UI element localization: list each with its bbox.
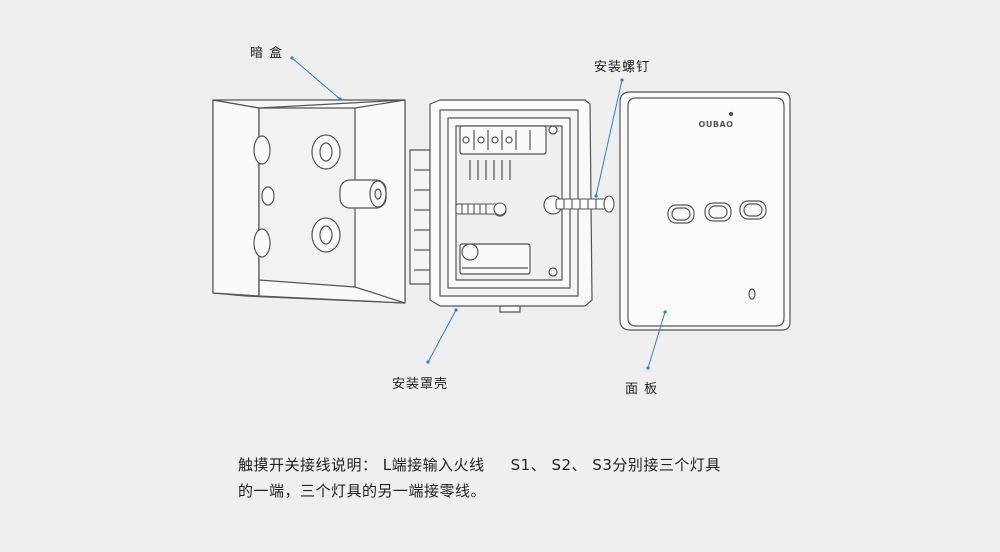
- front-panel-illustration: [619, 91, 791, 331]
- label-mounting-frame: 安装罩壳: [392, 377, 449, 392]
- mounting-screws-illustration: [455, 195, 615, 216]
- leader-box: [290, 56, 342, 101]
- leader-panel: [646, 310, 667, 370]
- label-front-panel: 面 板: [625, 382, 659, 397]
- leader-frame: [426, 308, 458, 364]
- label-back-box: 暗 盒: [250, 46, 284, 61]
- wiring-description: 触摸开关接线说明： L端接输入火线 S1、 S2、 S3分别接三个灯具 的一端，三…: [238, 452, 798, 504]
- back-box-illustration: [212, 99, 406, 304]
- leader-screw: [594, 78, 624, 198]
- leader-lines: [290, 56, 667, 370]
- mounting-frame-illustration: [409, 99, 593, 313]
- description-line-1: 触摸开关接线说明： L端接输入火线 S1、 S2、 S3分别接三个灯具: [238, 452, 798, 478]
- brand-logo: OUBAO: [699, 120, 734, 129]
- description-line-2: 的一端，三个灯具的另一端接零线。: [238, 482, 487, 500]
- label-mounting-screw: 安装螺钉: [594, 60, 651, 75]
- description-line-1-part-b: S1、 S2、 S3分别接三个灯具: [510, 456, 721, 474]
- description-line-1-part-a: 触摸开关接线说明： L端接输入火线: [238, 456, 485, 474]
